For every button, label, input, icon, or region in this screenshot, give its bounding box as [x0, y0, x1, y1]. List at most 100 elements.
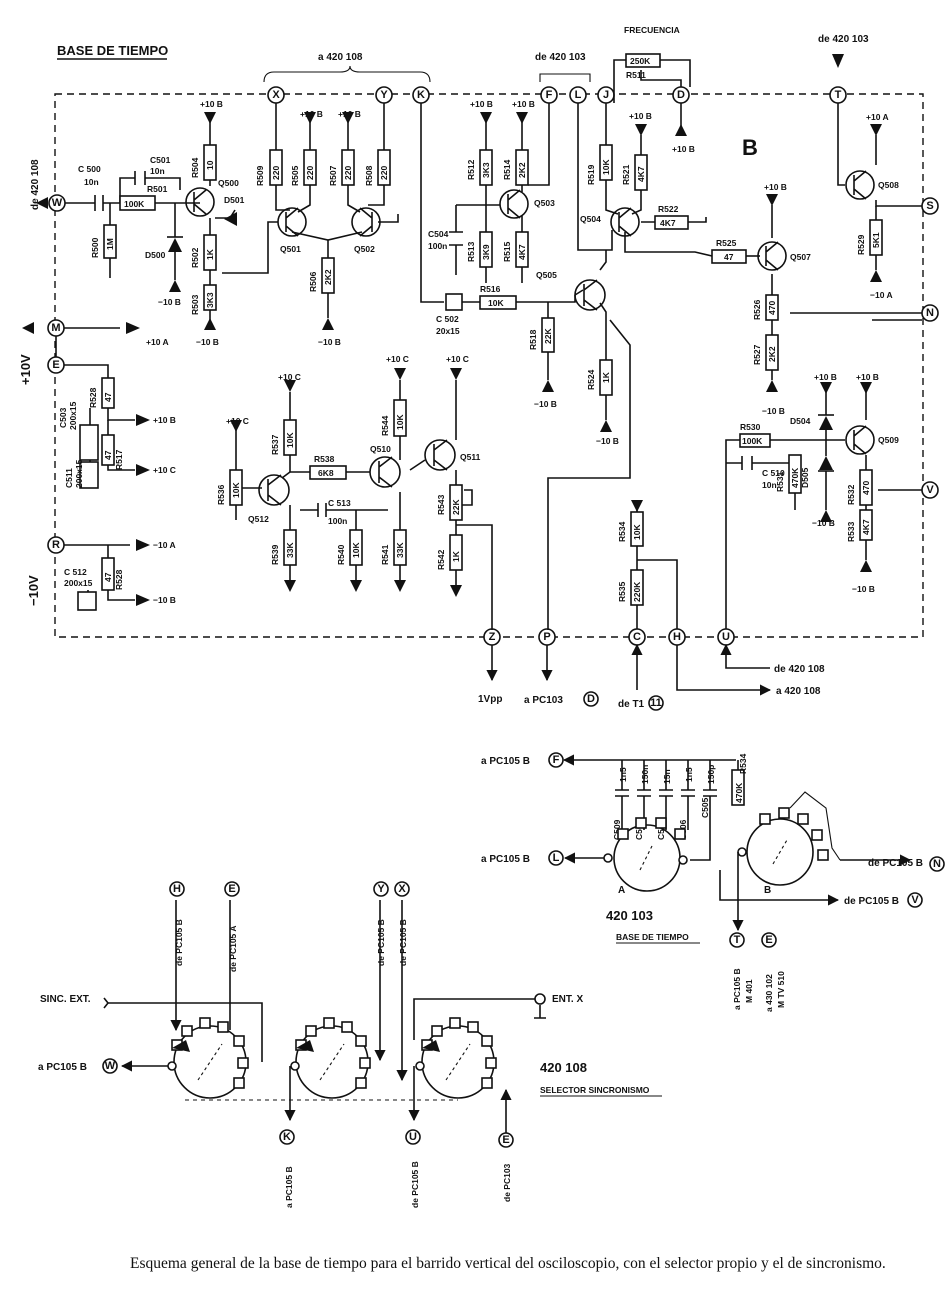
svg-text:200x15: 200x15 [68, 401, 78, 430]
svg-text:10K: 10K [601, 159, 611, 175]
svg-text:22K: 22K [543, 328, 553, 344]
svg-text:1K: 1K [451, 550, 461, 562]
svg-text:220: 220 [343, 166, 353, 180]
svg-text:R536: R536 [216, 484, 226, 505]
svg-text:−10 B: −10 B [158, 297, 181, 307]
node-P: P [538, 628, 556, 646]
supply-arrows [22, 54, 882, 606]
svg-text:10K: 10K [351, 542, 361, 558]
svg-text:2K2: 2K2 [517, 162, 527, 178]
svg-text:33K: 33K [395, 542, 405, 558]
svg-text:R534: R534 [617, 521, 627, 542]
svg-text:de PC105 B: de PC105 B [868, 858, 923, 869]
svg-text:a 420 108: a 420 108 [776, 686, 821, 697]
svg-text:4K7: 4K7 [517, 244, 527, 260]
svg-text:K: K [417, 89, 425, 101]
svg-text:250K: 250K [630, 56, 651, 66]
svg-text:Z: Z [489, 631, 496, 643]
svg-text:100n: 100n [428, 241, 447, 251]
supply-neg-10v: −10V [26, 575, 41, 606]
wiring [55, 59, 922, 696]
svg-text:E: E [52, 359, 59, 371]
svg-text:4K7: 4K7 [636, 166, 646, 182]
svg-text:C503: C503 [58, 407, 68, 428]
svg-text:N: N [933, 858, 941, 870]
resistor-R544: R544 10K [380, 399, 407, 437]
svg-text:R500: R500 [90, 237, 100, 258]
svg-text:47: 47 [103, 392, 113, 402]
svg-text:47: 47 [103, 572, 113, 582]
node-Y: Y [375, 86, 393, 104]
connector-nodes: X Y K F L J D T W M E R S N V Z P C H U [47, 86, 939, 646]
svg-text:C 500: C 500 [78, 164, 101, 174]
svg-text:R524: R524 [586, 369, 596, 390]
svg-text:Y: Y [377, 883, 385, 895]
svg-text:−10 A: −10 A [153, 540, 176, 550]
bottom-output-labels: 1Vpp a PC103 D de T1 11 de 420 108 a 420… [478, 664, 825, 711]
brace-420108 [263, 65, 431, 83]
svg-text:22K: 22K [451, 499, 461, 515]
svg-text:220: 220 [271, 166, 281, 180]
svg-text:47: 47 [724, 252, 734, 262]
transistor-Q508: Q508 [845, 170, 899, 200]
svg-text:C505: C505 [700, 797, 710, 818]
svg-text:R512: R512 [466, 159, 476, 180]
svg-text:420 108: 420 108 [540, 1060, 587, 1075]
svg-text:4K7: 4K7 [660, 218, 676, 228]
svg-text:R533: R533 [846, 521, 856, 542]
svg-text:+10 B: +10 B [764, 182, 787, 192]
svg-text:20x15: 20x15 [436, 326, 460, 336]
node-D: D [672, 86, 690, 104]
svg-text:10K: 10K [395, 414, 405, 430]
svg-text:Y: Y [380, 89, 388, 101]
svg-text:R530: R530 [740, 422, 761, 432]
svg-text:10K: 10K [231, 482, 241, 498]
svg-text:+10 C: +10 C [446, 354, 469, 364]
svg-text:R505: R505 [290, 165, 300, 186]
node-H: H [668, 628, 686, 646]
svg-text:Q503: Q503 [534, 198, 555, 208]
svg-text:F: F [553, 754, 560, 766]
node-E: E [47, 356, 65, 374]
svg-text:C 513: C 513 [328, 498, 351, 508]
svg-text:−10 B: −10 B [534, 399, 557, 409]
svg-text:+10 B: +10 B [512, 99, 535, 109]
svg-text:R506: R506 [308, 271, 318, 292]
transistor-Q501: Q501 [277, 207, 307, 254]
svg-text:C508: C508 [634, 819, 644, 840]
svg-text:R527: R527 [752, 344, 762, 365]
transistor-Q500: Q500 [185, 178, 239, 217]
label-de-420103-right: de 420 103 [818, 34, 869, 45]
svg-text:R544: R544 [380, 415, 390, 436]
svg-text:+10 A: +10 A [146, 337, 169, 347]
svg-text:+10 C: +10 C [153, 465, 176, 475]
svg-text:D: D [677, 89, 685, 101]
diodes: D500 D501 D504 D505 [145, 195, 834, 488]
node-J: J [597, 86, 615, 104]
node-X: X [267, 86, 285, 104]
svg-text:a PC105 B: a PC105 B [284, 1166, 294, 1208]
transistor-Q509: Q509 [845, 425, 899, 455]
supply-pos-10v: +10V [18, 354, 33, 385]
svg-text:C501: C501 [150, 155, 171, 165]
svg-text:D501: D501 [224, 195, 245, 205]
svg-text:470K: 470K [734, 782, 744, 803]
